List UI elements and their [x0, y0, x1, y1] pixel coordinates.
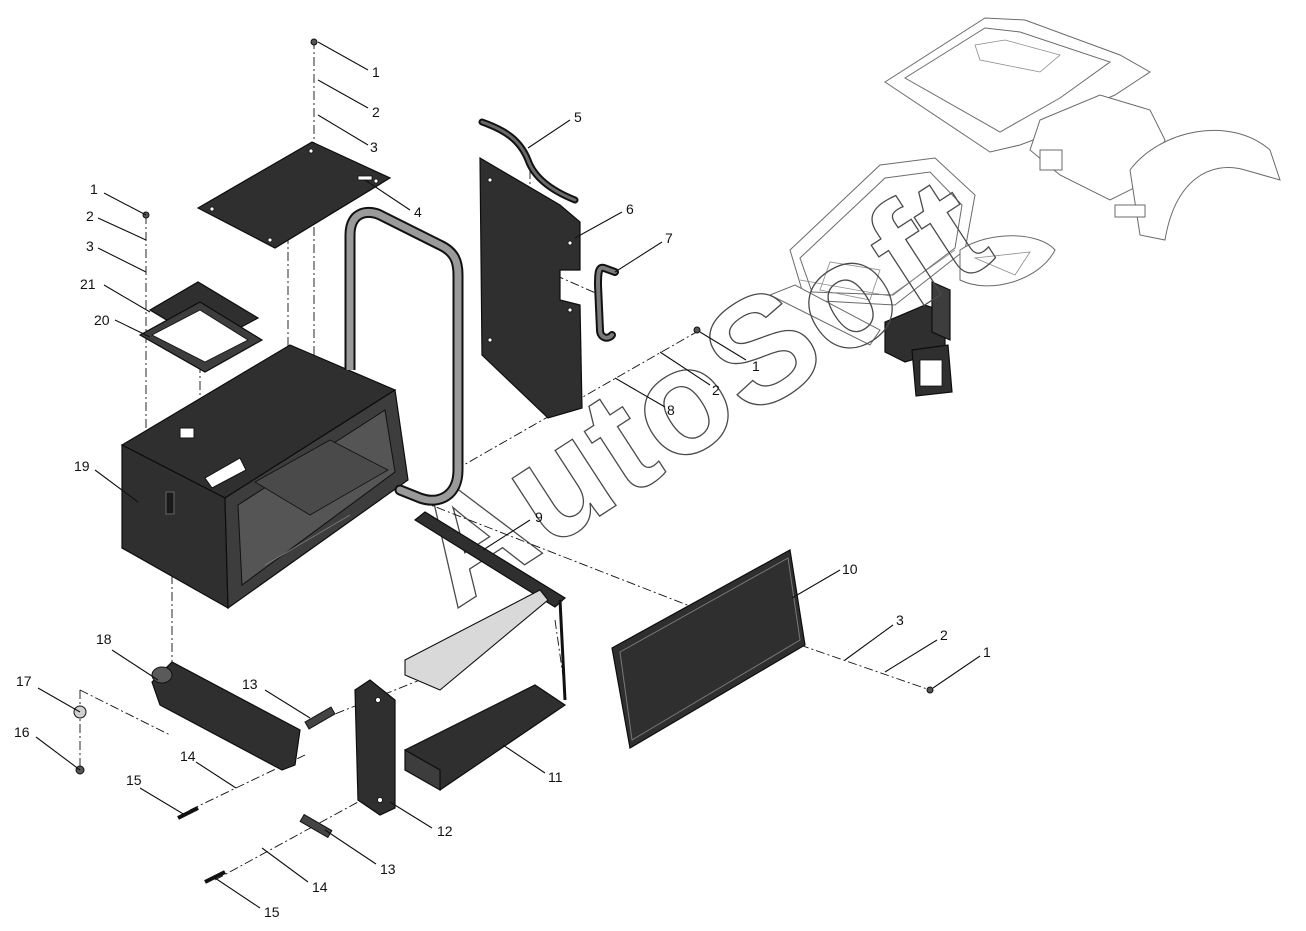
tractor-context-sketch — [768, 17, 1281, 397]
callout-13: 13 — [380, 861, 396, 877]
callout-17: 17 — [16, 673, 32, 689]
part-20-gasket — [138, 301, 264, 373]
callout-15: 15 — [126, 772, 142, 788]
leader-lines — [35, 41, 981, 909]
callout-12: 12 — [437, 823, 453, 839]
callout-5: 5 — [574, 109, 582, 125]
callout-10: 10 — [842, 561, 858, 577]
callout-1: 1 — [372, 64, 380, 80]
callout-21: 21 — [80, 276, 96, 292]
hardware — [73, 38, 934, 884]
callout-1: 1 — [752, 358, 760, 374]
callout-3: 3 — [896, 612, 904, 628]
callout-2: 2 — [372, 104, 380, 120]
callout-3: 3 — [86, 238, 94, 254]
callout-15: 15 — [264, 904, 280, 920]
part-11-tray — [404, 684, 567, 792]
part-12-plate — [354, 679, 396, 816]
callout-20: 20 — [94, 312, 110, 328]
callout-labels: 1 2 3 4 1 2 3 21 20 5 6 7 1 2 8 19 9 10 … — [14, 64, 991, 920]
callout-14: 14 — [180, 748, 196, 764]
callout-6: 6 — [626, 201, 634, 217]
part-5-hose — [478, 118, 579, 204]
callout-3: 3 — [370, 139, 378, 155]
callout-7: 7 — [665, 230, 673, 246]
callout-8: 8 — [667, 402, 675, 418]
part-6-side-panel — [479, 156, 583, 419]
callout-2: 2 — [712, 382, 720, 398]
callout-18: 18 — [96, 631, 112, 647]
callout-9: 9 — [535, 509, 543, 525]
callout-11: 11 — [548, 769, 563, 785]
part-7-handle — [593, 263, 619, 342]
part-18-rail — [151, 661, 301, 771]
part-19-battery-box — [120, 344, 409, 610]
handle-rail — [344, 207, 464, 506]
callout-1: 1 — [90, 181, 98, 197]
part-4-top-cover — [196, 141, 392, 249]
callout-1: 1 — [983, 644, 991, 660]
part-10-side-cover — [611, 549, 806, 749]
callout-19: 19 — [74, 458, 90, 474]
callout-4: 4 — [414, 204, 422, 220]
callout-16: 16 — [14, 724, 30, 740]
callout-14: 14 — [312, 879, 328, 895]
callout-13: 13 — [242, 676, 258, 692]
callout-2: 2 — [86, 208, 94, 224]
callout-2: 2 — [940, 627, 948, 643]
part-9-bracket — [404, 511, 567, 701]
